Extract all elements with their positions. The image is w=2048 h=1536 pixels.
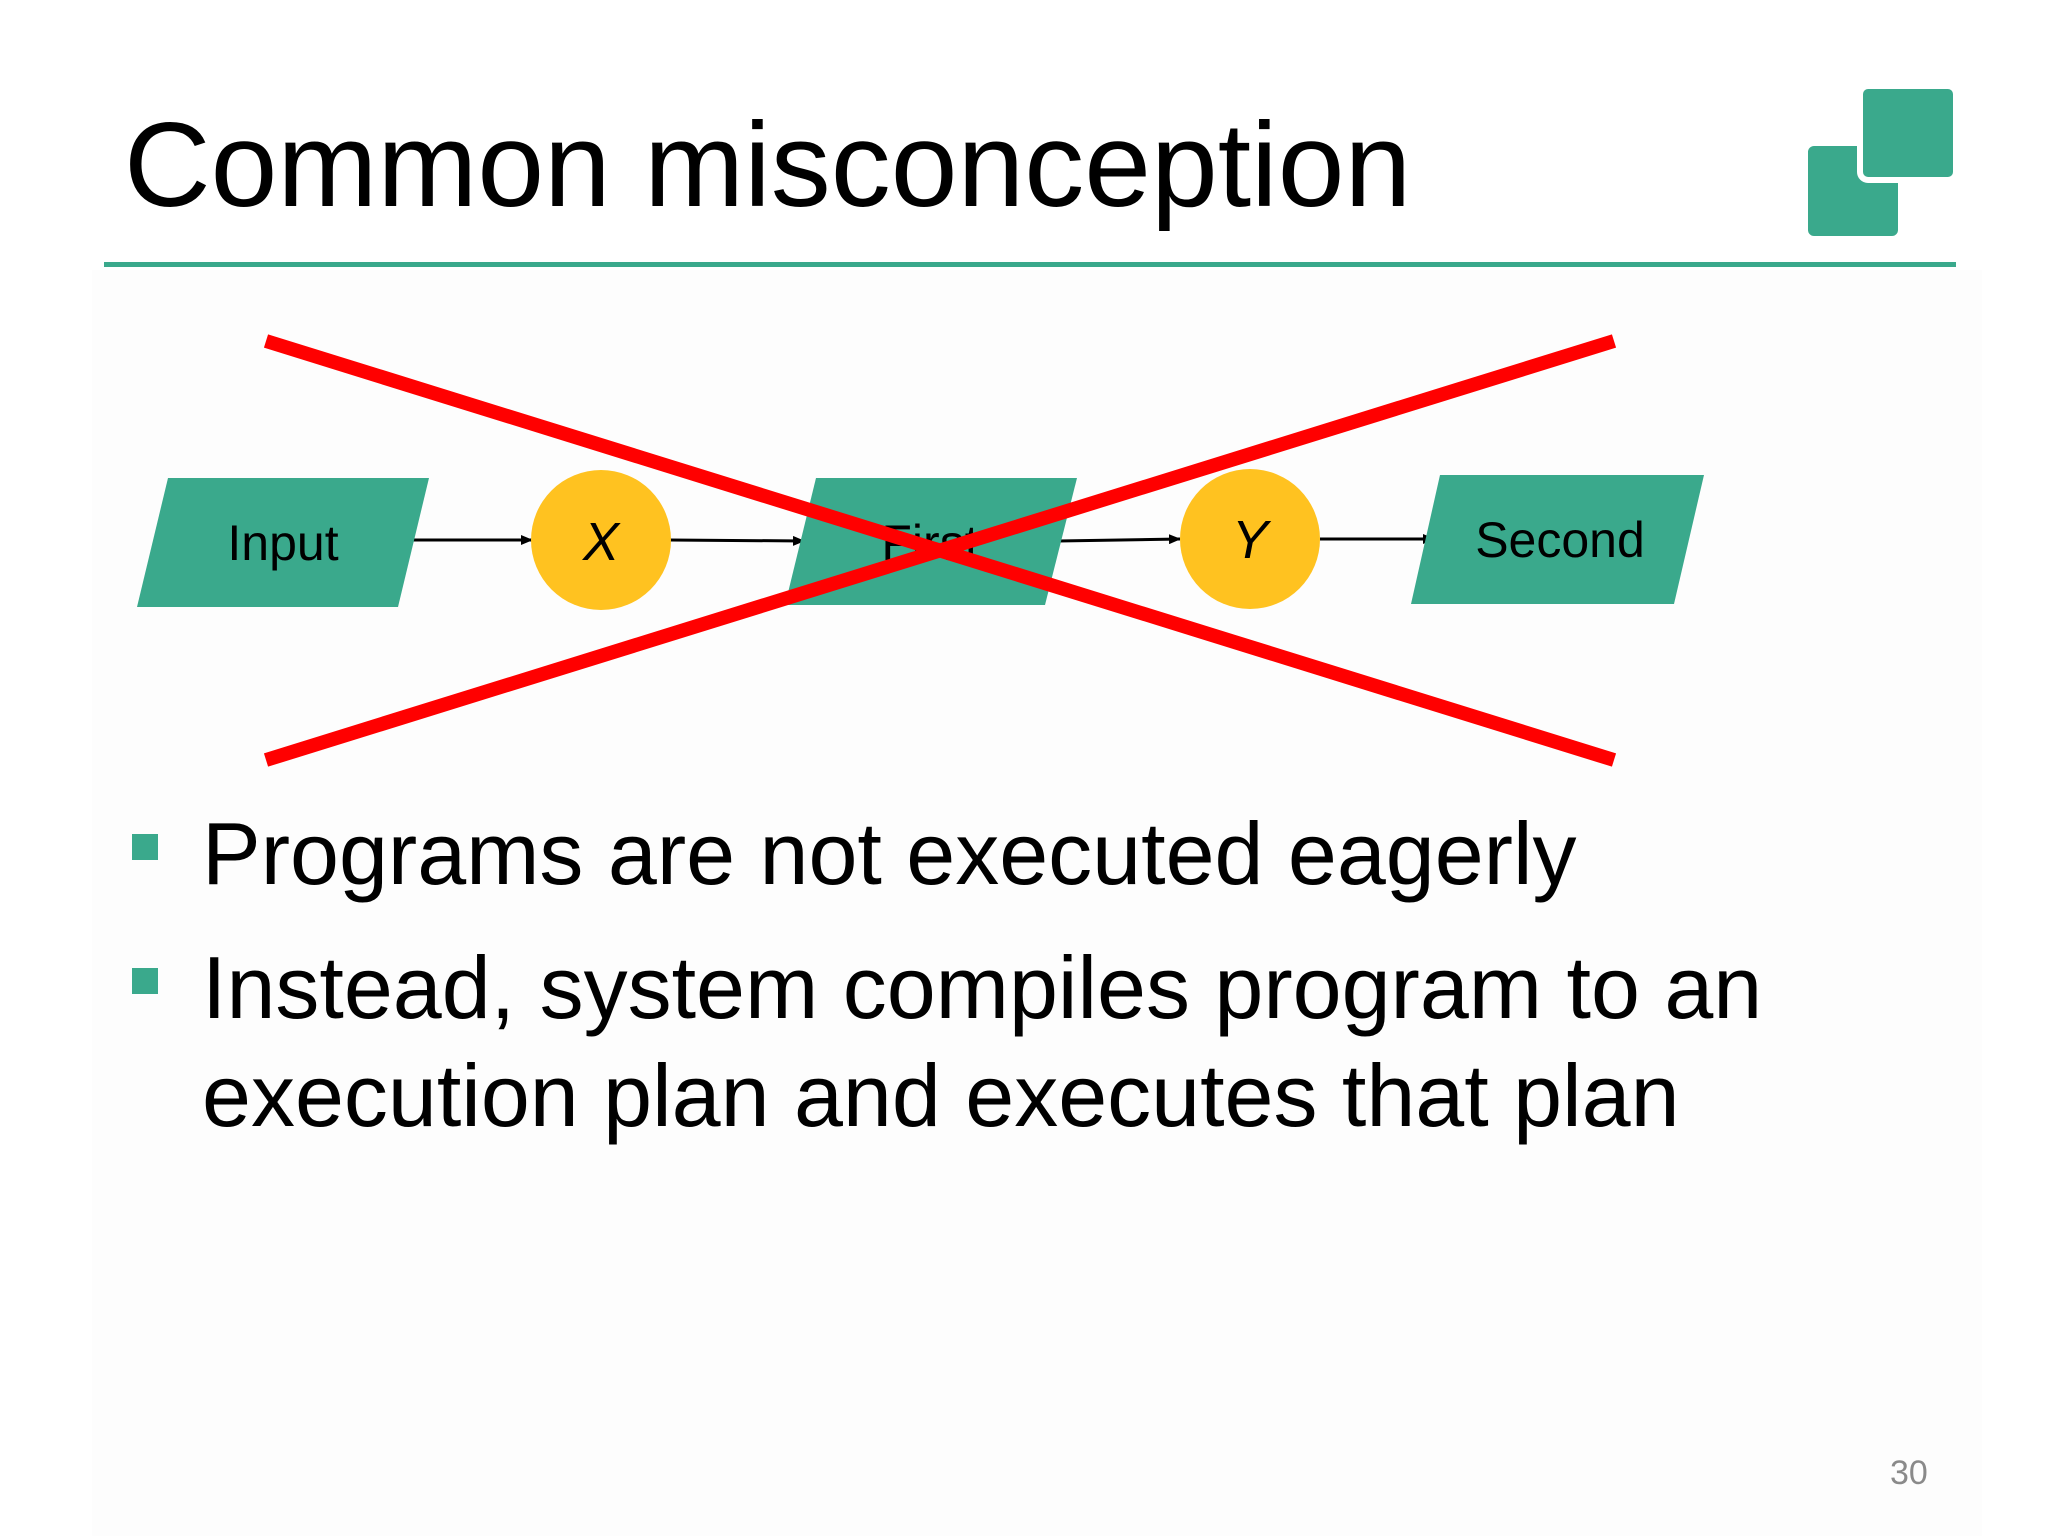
bullet-list: Programs are not executed eagerly Instea…	[130, 800, 1930, 1176]
bullet-text: Programs are not executed eagerly	[202, 804, 1577, 903]
bullet-item: Programs are not executed eagerly	[130, 800, 1930, 908]
node-second-label: Second	[1475, 512, 1645, 568]
edge-first-y	[1057, 534, 1181, 545]
page-number: 30	[1890, 1454, 1928, 1492]
node-y: Y	[1180, 469, 1320, 609]
bullet-square-icon	[132, 968, 158, 994]
bullet-text: Instead, system compiles program to an e…	[202, 938, 1763, 1145]
cross-out-mark	[263, 334, 1617, 767]
logo-icon	[1804, 84, 1958, 238]
edge-x-first	[669, 535, 805, 546]
node-x: X	[531, 470, 671, 610]
bullet-item: Instead, system compiles program to an e…	[130, 934, 1930, 1150]
bullet-square-icon	[132, 834, 158, 860]
slide-title: Common misconception	[124, 98, 1412, 232]
cross-line-up	[263, 334, 1617, 767]
node-x-label: X	[581, 512, 621, 572]
node-input-label: Input	[227, 515, 338, 571]
node-second: Second	[1411, 475, 1704, 604]
node-y-label: Y	[1232, 510, 1272, 570]
title-divider	[104, 262, 1956, 267]
node-input: Input	[137, 478, 429, 607]
